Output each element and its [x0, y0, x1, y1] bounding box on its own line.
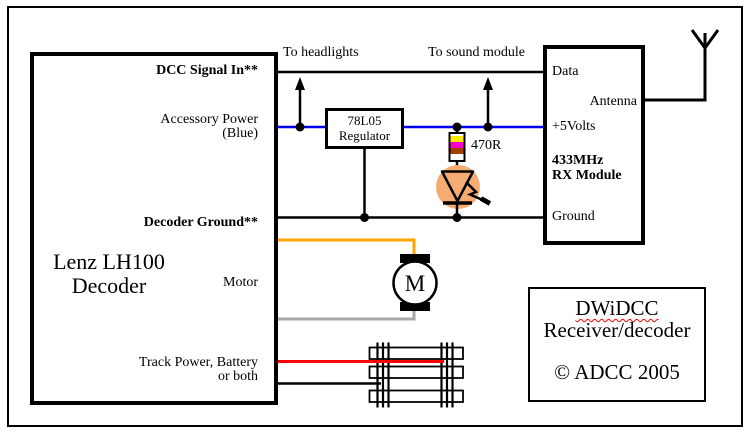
pin-label-track-power: Track Power, Battery [138, 355, 258, 370]
title-line1-text: DWiDCC [575, 296, 659, 320]
decoder-title-line1: Lenz LH100 [53, 249, 165, 274]
antenna-icon [643, 29, 720, 102]
title-box: DWiDCC Receiver/decoder © ADCC 2005 [528, 287, 706, 402]
rx-pin-5v: +5Volts [552, 119, 596, 134]
pin-label-accessory-power-blue: (Blue) [222, 126, 258, 141]
track-icon [368, 342, 464, 408]
track-rail [368, 389, 464, 403]
motor-label: M [405, 271, 425, 296]
to-headlights-label: To headlights [283, 45, 359, 60]
antenna-arm-left [690, 29, 707, 49]
decoder-title: Lenz LH100 Decoder [39, 250, 179, 298]
title-line2: Receiver/decoder [543, 318, 691, 342]
arrow-head-icon [483, 77, 493, 90]
antenna-arm-right [703, 29, 720, 49]
copyright-label: © ADCC 2005 [554, 360, 680, 384]
decoder-title-line2: Decoder [71, 273, 147, 298]
regulator-label-line1: 78L05 [347, 113, 382, 128]
led-strike-arrow-tip [479, 196, 492, 206]
rx-pin-data: Data [552, 64, 579, 79]
junction-dot [295, 122, 305, 132]
junction-dot [483, 122, 493, 132]
regulator-label-line2: Regulator [338, 128, 391, 143]
resistor-value-label: 470R [471, 138, 502, 153]
motor-body [392, 260, 438, 306]
rx-module-name-line2: RX Module [552, 168, 622, 183]
headlights-arrow [295, 77, 305, 132]
motor-brush-top [400, 254, 430, 263]
arrow-head-icon [295, 77, 305, 90]
motor-wire-gray [277, 308, 416, 321]
title-line1: DWiDCC [530, 297, 704, 319]
rx-module-name-line1: 433MHz [552, 153, 604, 168]
resistor-band-2 [450, 142, 464, 148]
decoder-box: DCC Signal In** Accessory Power (Blue) D… [30, 52, 278, 405]
pin-label-dcc-signal: DCC Signal In** [156, 63, 258, 78]
led-diode-icon [440, 170, 475, 203]
junction-dot [452, 213, 462, 222]
track-rail [368, 365, 464, 379]
pin-label-track-power-2: or both [217, 369, 258, 384]
motor-icon: M [392, 254, 438, 311]
motor-wire-orange [277, 238, 416, 258]
resistor-band-3 [450, 148, 464, 154]
pin-label-accessory-power: Accessory Power [160, 112, 258, 127]
rx-pin-antenna: Antenna [589, 94, 637, 109]
pin-label-motor: Motor [223, 275, 258, 290]
rx-module-box: Data Antenna +5Volts 433MHz RX Module Gr… [543, 45, 645, 245]
led-indicator [436, 122, 492, 222]
sound-module-arrow [483, 77, 493, 132]
led-strike-arrow-icon [465, 181, 486, 203]
rx-pin-ground: Ground [552, 209, 595, 224]
junction-dot [360, 213, 369, 222]
track-rail [368, 346, 464, 360]
regulator-box: 78L05 Regulator [325, 108, 404, 149]
pin-label-decoder-ground: Decoder Ground** [143, 215, 258, 230]
motor-brush-bottom [400, 302, 430, 311]
resistor-band-1 [450, 136, 464, 142]
diagram-border [7, 6, 743, 427]
to-sound-module-label: To sound module [428, 45, 526, 60]
